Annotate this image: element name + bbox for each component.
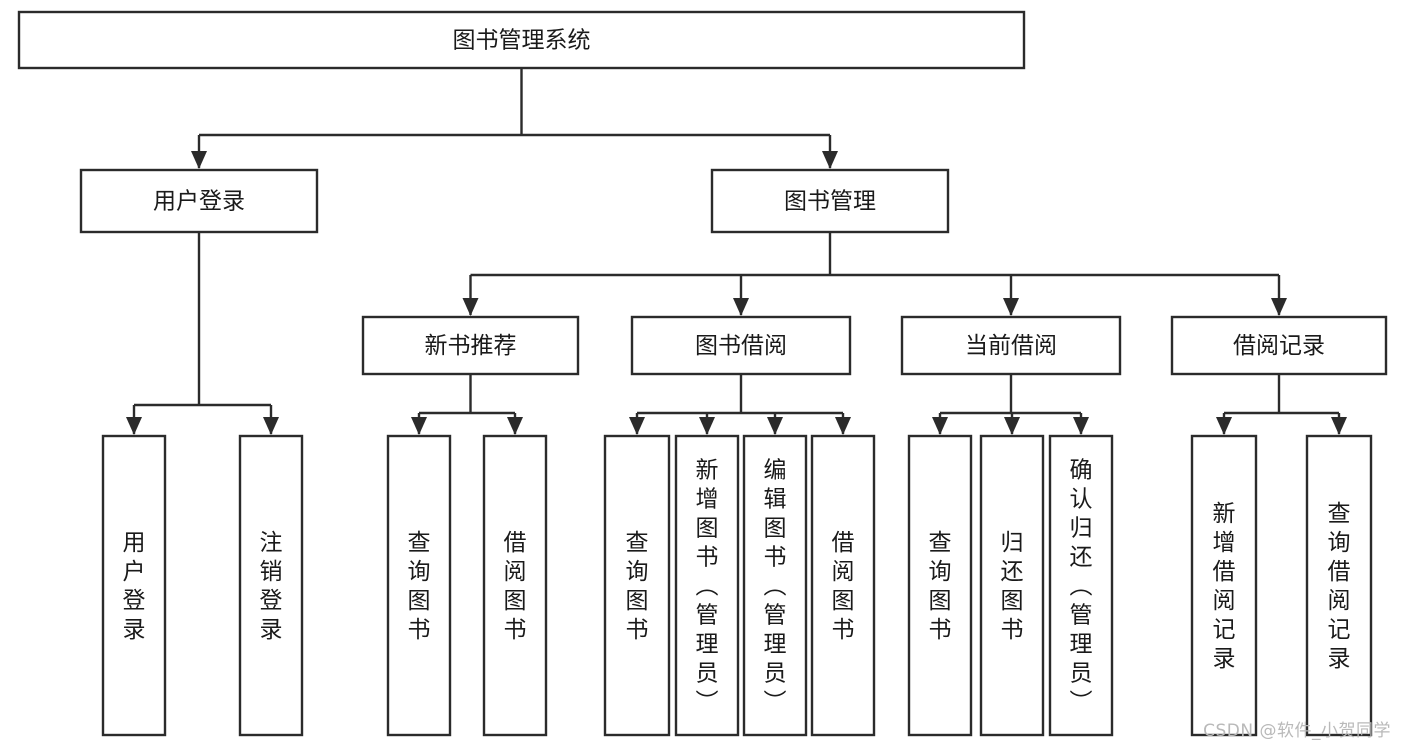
arrow-head-icon [126,417,142,435]
node-图书管理-level1[interactable]: 图书管理 [710,168,950,234]
node-box [603,434,671,737]
node-box [17,10,1026,70]
node-新书推荐-level2[interactable]: 新书推荐 [361,315,580,376]
node-box [674,434,740,737]
arrow-head-icon [411,417,427,435]
node-label: 归还图书 [1001,530,1024,643]
node-label: 当前借阅 [965,333,1057,359]
node-label: 图书管理系统 [453,28,591,54]
node-layer: 图书管理系统用户登录图书管理新书推荐图书借阅当前借阅借阅记录用户登录注销登录查询… [17,10,1388,737]
node-label: 借阅记录 [1233,333,1325,359]
node-借阅记录-level2[interactable]: 借阅记录 [1170,315,1388,376]
node-label: 新增图书︵管理员︶ [696,458,719,716]
node-label: 查询借阅记录 [1328,501,1351,672]
arrow-head-icon [629,417,645,435]
node-box [79,168,319,234]
node-借阅图书-leaf[interactable]: 借阅图书 [482,434,548,737]
node-box [710,168,950,234]
node-label: 查询图书 [929,530,952,643]
node-编辑图书管理员-leaf[interactable]: 编辑图书︵管理员︶ [742,434,808,737]
node-label: 用户登录 [123,530,146,643]
node-用户登录-leaf[interactable]: 用户登录 [101,434,167,737]
node-box [1190,434,1258,737]
node-新增图书管理员-leaf[interactable]: 新增图书︵管理员︶ [674,434,740,737]
arrow-head-icon [822,151,838,169]
node-图书管理系统-root[interactable]: 图书管理系统 [17,10,1026,70]
arrow-head-icon [1004,417,1020,435]
node-注销登录-leaf[interactable]: 注销登录 [238,434,304,737]
node-label: 新书推荐 [425,333,517,359]
node-label: 查询图书 [408,530,431,643]
node-label: 新增借阅记录 [1213,501,1236,672]
node-box [630,315,852,376]
arrow-head-icon [1073,417,1089,435]
node-查询借阅记录-leaf[interactable]: 查询借阅记录 [1305,434,1373,737]
node-label: 图书借阅 [695,333,787,359]
node-box [1170,315,1388,376]
arrow-head-icon [835,417,851,435]
node-box [979,434,1045,737]
arrow-head-icon [932,417,948,435]
arrow-head-icon [1271,298,1287,316]
node-label: 图书管理 [784,189,876,215]
arrow-head-icon [1003,298,1019,316]
node-box [810,434,876,737]
node-label: 注销登录 [260,530,283,643]
node-归还图书-leaf[interactable]: 归还图书 [979,434,1045,737]
node-用户登录-level1[interactable]: 用户登录 [79,168,319,234]
node-借阅图书-leaf[interactable]: 借阅图书 [810,434,876,737]
node-查询图书-leaf[interactable]: 查询图书 [603,434,671,737]
arrow-head-icon [767,417,783,435]
arrow-head-icon [1216,417,1232,435]
node-查询图书-leaf[interactable]: 查询图书 [907,434,973,737]
node-图书借阅-level2[interactable]: 图书借阅 [630,315,852,376]
node-label: 借阅图书 [832,530,855,643]
arrow-head-icon [462,298,479,316]
connector-layer [126,68,1347,435]
arrow-head-icon [1331,417,1347,435]
arrow-head-icon [263,417,279,435]
node-box [907,434,973,737]
node-label: 编辑图书︵管理员︶ [764,458,787,716]
node-box [742,434,808,737]
node-box [1048,434,1114,737]
node-label: 查询图书 [626,530,649,643]
node-确认归还管理员-leaf[interactable]: 确认归还︵管理员︶ [1048,434,1114,737]
node-新增借阅记录-leaf[interactable]: 新增借阅记录 [1190,434,1258,737]
arrow-head-icon [733,298,749,316]
node-box [101,434,167,737]
node-当前借阅-level2[interactable]: 当前借阅 [900,315,1122,376]
node-box [238,434,304,737]
arrow-head-icon [191,151,207,169]
node-label: 确认归还︵管理员︶ [1070,458,1093,716]
node-label: 用户登录 [153,189,245,215]
arrow-head-icon [699,417,715,435]
node-box [1305,434,1373,737]
arrow-head-icon [507,417,523,435]
node-box [900,315,1122,376]
node-box [386,434,452,737]
node-label: 借阅图书 [504,530,527,643]
node-box [361,315,580,376]
node-box [482,434,548,737]
node-查询图书-leaf[interactable]: 查询图书 [386,434,452,737]
